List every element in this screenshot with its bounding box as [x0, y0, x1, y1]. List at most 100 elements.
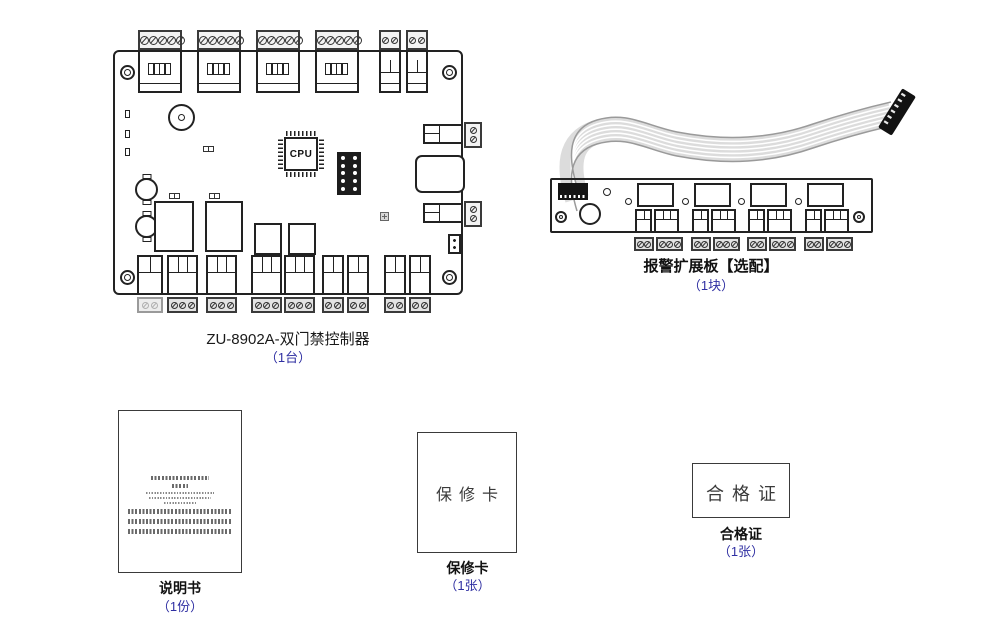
- buzzer-icon: [579, 203, 601, 225]
- mounting-hole-icon: [120, 65, 135, 80]
- terminal-divider: [177, 257, 179, 273]
- terminal-divider: [225, 257, 227, 273]
- terminal-block-screws: [315, 30, 362, 50]
- screw-icon: [771, 240, 779, 248]
- screw-icon: [350, 301, 358, 309]
- certificate-section: 合格证 合格证 （1张）: [680, 455, 805, 565]
- board-hole-icon: [603, 188, 611, 196]
- terminal-cell: [265, 63, 273, 75]
- relay: [254, 223, 282, 255]
- terminal-block-body: [654, 209, 679, 233]
- expansion-section: 报警扩展板【选配】 （1块）: [545, 85, 990, 300]
- certificate-card-text: 合格证: [706, 484, 784, 504]
- certificate-label: 合格证: [720, 526, 762, 542]
- header-pin-icon: [353, 163, 357, 168]
- terminal-cell: [223, 63, 230, 75]
- terminal-cell: [276, 63, 284, 75]
- screw-icon: [170, 301, 178, 309]
- warranty-label: 保修卡: [446, 560, 489, 576]
- terminal-block-screws: [138, 30, 185, 50]
- terminal-divider: [813, 211, 815, 220]
- manual-text-line: [146, 492, 214, 494]
- screw-icon: [208, 35, 217, 45]
- terminal-divider: [839, 211, 841, 220]
- header-pin-icon: [341, 179, 345, 184]
- manual-text-line: [128, 529, 232, 534]
- screw-icon: [715, 240, 723, 248]
- warranty-card: 保修卡: [417, 432, 517, 553]
- terminal-divider: [782, 211, 784, 220]
- terminal-block-body: [767, 209, 792, 233]
- screw-icon: [218, 301, 225, 309]
- terminal-block-body: [409, 255, 431, 295]
- screw-icon: [325, 301, 333, 309]
- terminal-divider: [643, 211, 645, 220]
- led-icon: [625, 198, 632, 205]
- terminal-cells: [206, 63, 230, 75]
- terminal-cell: [217, 63, 225, 75]
- screw-icon: [317, 35, 326, 45]
- terminal-divider: [186, 257, 188, 273]
- terminal-divider: [140, 83, 180, 84]
- terminal-cell: [158, 63, 166, 75]
- terminal-block-screws: [713, 237, 740, 251]
- terminal-cell: [147, 63, 155, 75]
- screw-icon: [469, 215, 477, 223]
- terminal-cells: [265, 63, 289, 75]
- terminal-divider: [669, 211, 671, 220]
- terminal-block-screws: [464, 122, 482, 148]
- cpu-pins: [319, 139, 324, 169]
- terminal-block-body: [167, 255, 198, 295]
- screw-icon: [390, 36, 398, 44]
- header-pin-icon: [353, 171, 357, 176]
- terminal-block-screws: [804, 237, 824, 251]
- manual-text-line: [151, 476, 209, 480]
- terminal-divider: [726, 211, 728, 220]
- terminal-cell: [271, 63, 278, 75]
- terminal-cell: [206, 63, 214, 75]
- screw-icon: [730, 240, 738, 248]
- terminal-cells: [147, 63, 171, 75]
- resistor-icon: [203, 146, 214, 152]
- screw-icon: [786, 240, 794, 248]
- terminal-divider: [216, 257, 218, 273]
- terminal-block-body: [379, 50, 401, 93]
- header-pin-icon: [353, 155, 357, 160]
- screw-icon: [187, 301, 195, 309]
- header-pin-icon: [341, 171, 345, 176]
- controller-label: ZU-8902A-双门禁控制器: [206, 331, 370, 348]
- capacitor-icon: [135, 178, 158, 201]
- terminal-block-body: [748, 209, 765, 233]
- screw-icon: [149, 35, 158, 45]
- screw-icon: [263, 301, 270, 309]
- mounting-hole-icon: [120, 270, 135, 285]
- certificate-qty: （1张）: [717, 544, 765, 559]
- terminal-block-screws: [747, 237, 767, 251]
- screw-icon: [666, 240, 673, 248]
- terminal-divider: [662, 211, 664, 220]
- terminal-block-body: [824, 209, 849, 233]
- terminal-block-screws: [137, 297, 163, 313]
- screw-icon: [140, 35, 149, 45]
- terminal-cell: [324, 63, 332, 75]
- screw-icon: [417, 36, 425, 44]
- expansion-label: 报警扩展板【选配】: [643, 258, 779, 275]
- screw-icon: [285, 35, 294, 45]
- terminal-divider: [719, 211, 721, 220]
- screw-icon: [806, 240, 814, 248]
- terminal-block-screws: [409, 297, 431, 313]
- terminal-cell: [330, 63, 337, 75]
- screw-icon: [287, 301, 295, 309]
- terminal-block-screws: [206, 297, 237, 313]
- terminal-cell: [164, 63, 171, 75]
- terminal-block-body: [805, 209, 822, 233]
- screw-icon: [158, 35, 167, 45]
- relay: [205, 201, 243, 252]
- screw-icon: [176, 35, 185, 45]
- terminal-block-screws: [384, 297, 406, 313]
- terminal-block-screws: [251, 297, 282, 313]
- terminal-block-screws: [347, 297, 369, 313]
- mounting-hole-icon: [853, 211, 865, 223]
- screw-icon: [749, 240, 757, 248]
- screw-icon: [358, 301, 366, 309]
